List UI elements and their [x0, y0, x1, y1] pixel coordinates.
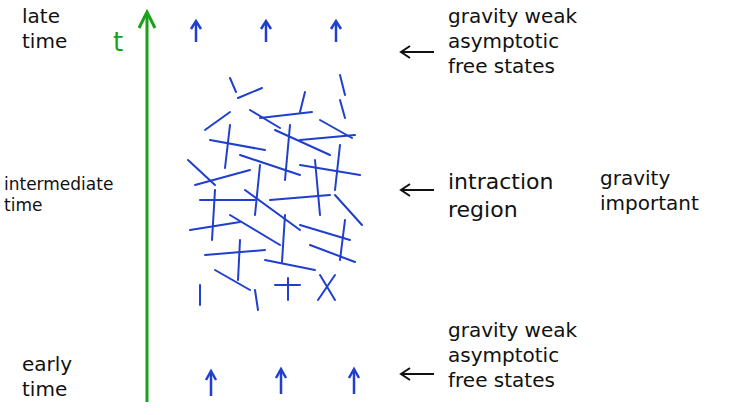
region-note: gravity weak asymptotic free states	[448, 318, 598, 393]
time-label: intermediate time	[4, 174, 116, 217]
time-axis	[139, 12, 155, 402]
region-note: gravity weak asymptotic free states	[448, 4, 598, 79]
region-note: gravity important	[600, 166, 720, 216]
time-label: early time	[22, 352, 92, 402]
time-label: late time	[22, 4, 92, 54]
pointer-arrows	[401, 46, 434, 380]
interaction-scribble	[188, 75, 362, 310]
late-state-arrows	[191, 21, 341, 42]
early-state-arrows	[206, 369, 359, 396]
region-note: intraction region	[448, 168, 588, 223]
axis-label: t	[113, 26, 137, 59]
